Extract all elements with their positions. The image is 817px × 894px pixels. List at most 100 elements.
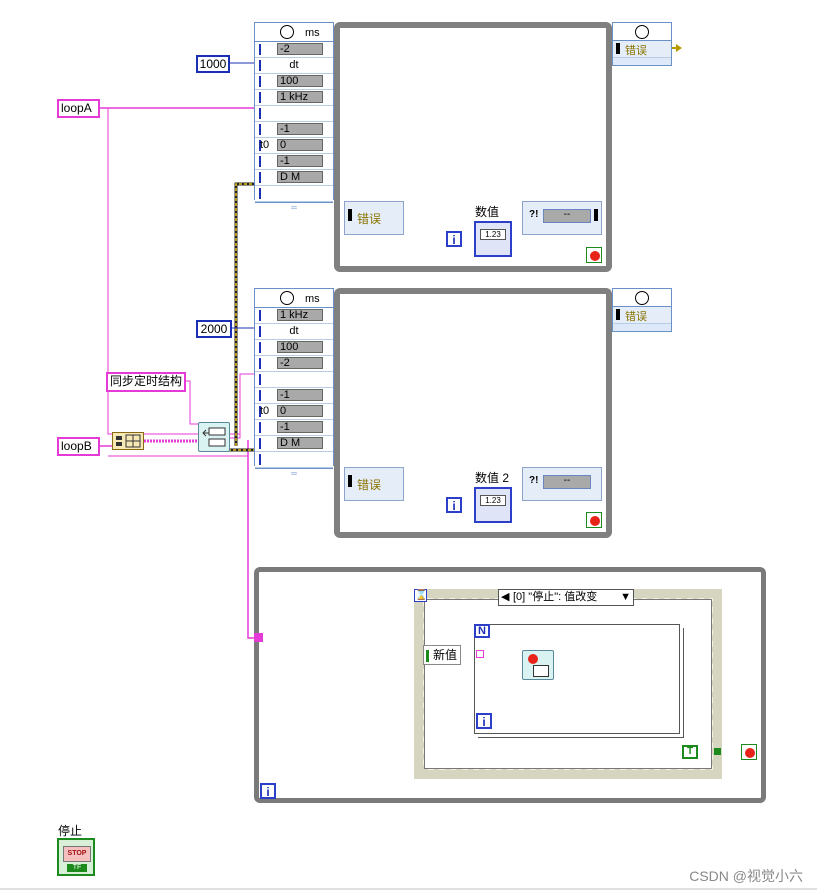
terminal-icon bbox=[259, 326, 275, 337]
terminal-value: -1 bbox=[277, 389, 323, 401]
terminal-value: D M bbox=[277, 437, 323, 449]
timed-loop-a-output-node[interactable]: 错误 bbox=[612, 22, 672, 66]
terminal-icon bbox=[259, 406, 275, 417]
terminal-icon bbox=[259, 342, 275, 353]
timed-loop-terminal-row[interactable] bbox=[255, 372, 333, 388]
terminal-icon bbox=[259, 92, 275, 103]
while-iteration-terminal: i bbox=[260, 783, 276, 799]
event-data-node[interactable]: 新值 bbox=[423, 645, 461, 665]
dt-terminal-label: dt bbox=[289, 325, 299, 337]
terminal-icon bbox=[259, 188, 275, 199]
event-timeout-icon: ⌛ bbox=[414, 589, 428, 602]
terminal-icon bbox=[259, 310, 275, 321]
timed-loop-a-out-head bbox=[613, 23, 671, 41]
true-constant[interactable]: T bbox=[682, 745, 698, 759]
numeric-indicator-a[interactable]: 1.23 bbox=[474, 221, 512, 257]
terminal-icon bbox=[259, 390, 275, 401]
stop-terminal-b bbox=[586, 512, 602, 528]
terminal-value: 0 bbox=[277, 139, 323, 151]
prev-case-arrow-icon[interactable]: ◀ bbox=[501, 591, 510, 603]
terminal-value: -1 bbox=[277, 155, 323, 167]
event-case-selector[interactable]: ◀ [0] "停止": 值改变 ▼ bbox=[498, 589, 634, 606]
terminal-value: D M bbox=[277, 171, 323, 183]
timed-loop-terminal-row[interactable]: -2 bbox=[255, 42, 333, 58]
timed-loop-a-head: ms bbox=[255, 23, 333, 42]
bool-junction bbox=[714, 748, 721, 755]
timed-loop-terminal-row[interactable]: 100 bbox=[255, 74, 333, 90]
terminal-icon bbox=[259, 454, 275, 465]
timed-loop-b-output-node[interactable]: 错误 bbox=[612, 288, 672, 332]
error-in-cluster-a[interactable]: 错误 bbox=[344, 201, 404, 235]
terminal-icon bbox=[259, 438, 275, 449]
error-out-cluster-a[interactable]: ?! -- bbox=[522, 201, 602, 235]
timed-loop-terminal-row[interactable]: 100 bbox=[255, 340, 333, 356]
sync-structure-label[interactable]: 同步定时结构 bbox=[106, 372, 186, 392]
numeric-indicator-b[interactable]: 1.23 bbox=[474, 487, 512, 523]
bottom-border bbox=[0, 888, 817, 890]
iteration-terminal-b: i bbox=[446, 497, 462, 513]
array-index-tunnel bbox=[476, 650, 484, 658]
terminal-value: -2 bbox=[277, 43, 323, 55]
constant-1000[interactable]: 1000 bbox=[196, 55, 230, 73]
loopB-label[interactable]: loopB bbox=[57, 437, 100, 456]
error-out-cluster-b[interactable]: ?! -- bbox=[522, 467, 602, 501]
dt-terminal-label: dt bbox=[289, 59, 299, 71]
clock-icon bbox=[635, 25, 649, 39]
terminal-value: 0 bbox=[277, 405, 323, 417]
stop-timed-structure-node[interactable] bbox=[522, 650, 554, 680]
watermark: CSDN @视觉小六 bbox=[689, 868, 803, 884]
terminal-icon bbox=[259, 44, 275, 55]
sync-timed-structures-node[interactable] bbox=[198, 422, 230, 452]
stop-button-terminal[interactable]: STOP TF bbox=[57, 838, 95, 876]
build-array-node[interactable] bbox=[112, 432, 144, 450]
timed-loop-terminal-row[interactable]: -1 bbox=[255, 154, 333, 170]
clock-icon bbox=[635, 291, 649, 305]
clock-icon bbox=[280, 291, 294, 305]
for-iteration-terminal: i bbox=[476, 713, 492, 729]
timed-loop-b-frame bbox=[334, 288, 612, 538]
next-case-arrow-icon[interactable]: ▼ bbox=[620, 591, 631, 603]
terminal-value: 100 bbox=[277, 341, 323, 353]
error-in-cluster-b[interactable]: 错误 bbox=[344, 467, 404, 501]
stop-control-label: 停止 bbox=[58, 824, 83, 838]
timed-loop-terminal-row[interactable]: dt bbox=[255, 58, 333, 74]
terminal-icon bbox=[259, 76, 275, 87]
timed-loop-terminal-row[interactable]: -2 bbox=[255, 356, 333, 372]
iteration-terminal-a: i bbox=[446, 231, 462, 247]
timed-loop-terminal-row[interactable]: D M bbox=[255, 436, 333, 452]
timed-loop-terminal-row[interactable]: -1 bbox=[255, 122, 333, 138]
stop-icon bbox=[528, 654, 538, 664]
terminal-icon bbox=[259, 60, 275, 71]
numeric-label-b: 数值 2 bbox=[475, 471, 510, 485]
terminal-icon bbox=[259, 358, 275, 369]
terminal-value: 100 bbox=[277, 75, 323, 87]
terminal-value: -1 bbox=[277, 421, 323, 433]
timed-loop-terminal-row[interactable]: -1 bbox=[255, 388, 333, 404]
wire-tunnel bbox=[254, 633, 263, 642]
while-stop-terminal bbox=[741, 744, 757, 760]
terminal-prefix: t0 bbox=[260, 405, 270, 417]
terminal-icon bbox=[259, 172, 275, 183]
terminal-value: -2 bbox=[277, 357, 323, 369]
timed-loop-terminal-row[interactable] bbox=[255, 186, 333, 202]
timed-loop-b-head: ms bbox=[255, 289, 333, 308]
timed-loop-terminal-row[interactable]: -1 bbox=[255, 420, 333, 436]
loopA-label[interactable]: loopA bbox=[57, 99, 100, 118]
timed-loop-terminal-row[interactable] bbox=[255, 452, 333, 468]
timed-loop-terminal-row[interactable]: t0 0 bbox=[255, 404, 333, 420]
timed-loop-b-out-head bbox=[613, 289, 671, 307]
timed-loop-terminal-row[interactable]: D M bbox=[255, 170, 333, 186]
terminal-icon bbox=[259, 108, 275, 119]
timed-loop-terminal-row[interactable]: 1 kHz bbox=[255, 308, 333, 324]
for-loop-frame bbox=[474, 624, 680, 734]
timed-loop-terminal-row[interactable]: 1 kHz bbox=[255, 90, 333, 106]
constant-2000[interactable]: 2000 bbox=[196, 320, 232, 338]
timed-loop-terminal-row[interactable]: dt bbox=[255, 324, 333, 340]
terminal-value: -1 bbox=[277, 123, 323, 135]
timed-loop-terminal-row[interactable] bbox=[255, 106, 333, 122]
terminal-icon bbox=[259, 374, 275, 385]
